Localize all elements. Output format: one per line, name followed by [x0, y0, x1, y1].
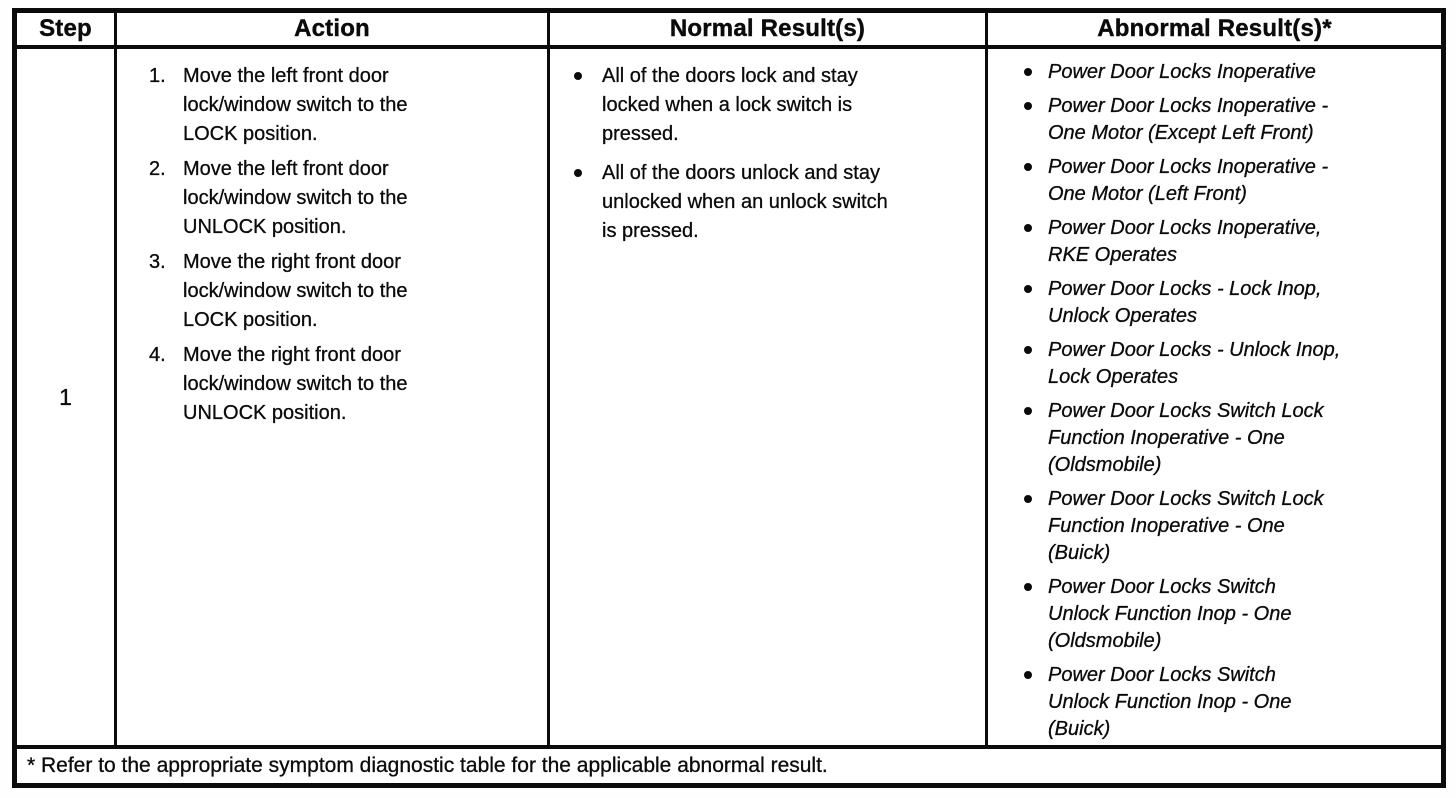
- abnormal-result-item: Power Door Locks Switch Lock Function In…: [1022, 486, 1341, 567]
- header-cell-action: Action: [117, 13, 550, 45]
- normal-results-cell: All of the doors lock and stay locked wh…: [550, 49, 988, 745]
- table-header-row: Step Action Normal Result(s) Abnormal Re…: [17, 13, 1441, 49]
- diagnostic-table: Step Action Normal Result(s) Abnormal Re…: [12, 8, 1446, 788]
- abnormal-result-item: Power Door Locks Switch Lock Function In…: [1022, 398, 1341, 479]
- normal-result-item: All of the doors unlock and stay unlocke…: [572, 159, 892, 246]
- abnormal-result-item: Power Door Locks - Lock Inop, Unlock Ope…: [1022, 276, 1341, 330]
- abnormal-result-item: Power Door Locks Switch Unlock Function …: [1022, 574, 1341, 655]
- abnormal-result-item: Power Door Locks Inoperative - One Motor…: [1022, 93, 1341, 147]
- step-cell: 1: [17, 49, 117, 745]
- action-step-item: Move the right front door lock/window sw…: [149, 248, 408, 331]
- abnormal-result-item: Power Door Locks Inoperative - One Motor…: [1022, 154, 1341, 208]
- normal-result-item: All of the doors lock and stay locked wh…: [572, 62, 892, 149]
- footnote-text: * Refer to the appropriate symptom diagn…: [27, 754, 828, 777]
- normal-results-list: All of the doors lock and stay locked wh…: [572, 62, 985, 246]
- header-cell-normal-results: Normal Result(s): [550, 13, 988, 45]
- action-cell: Move the left front door lock/window swi…: [117, 49, 550, 745]
- table-footnote-row: * Refer to the appropriate symptom diagn…: [17, 745, 1441, 783]
- action-step-item: Move the right front door lock/window sw…: [149, 341, 408, 424]
- abnormal-result-item: Power Door Locks - Unlock Inop, Lock Ope…: [1022, 337, 1341, 391]
- abnormal-result-item: Power Door Locks Switch Unlock Function …: [1022, 662, 1341, 743]
- abnormal-result-item: Power Door Locks Inoperative: [1022, 59, 1341, 86]
- step-number: 1: [59, 383, 72, 410]
- header-cell-step: Step: [17, 13, 117, 45]
- action-list: Move the left front door lock/window swi…: [149, 62, 547, 428]
- action-step-item: Move the left front door lock/window swi…: [149, 155, 408, 238]
- header-cell-abnormal-results: Abnormal Result(s)*: [1097, 15, 1332, 42]
- abnormal-result-item: Power Door Locks Inoperative, RKE Operat…: [1022, 215, 1341, 269]
- action-step-item: Move the left front door lock/window swi…: [149, 62, 408, 145]
- table-body-row: 1 Move the left front door lock/window s…: [17, 49, 1441, 745]
